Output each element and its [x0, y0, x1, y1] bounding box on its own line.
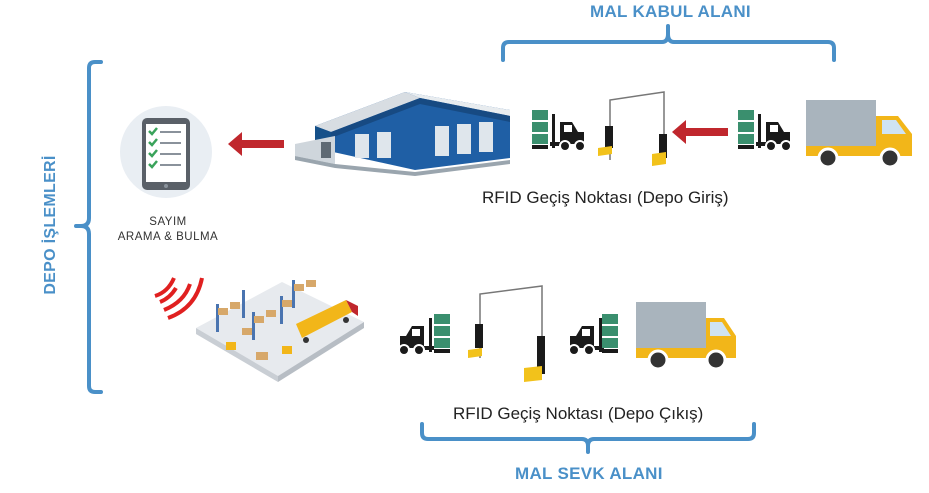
search-find-label: ARAMA & BULMA: [117, 231, 219, 243]
forklift-icon: [550, 114, 586, 152]
count-label: SAYIM: [149, 216, 187, 228]
forklift-icon: [568, 318, 604, 356]
rfid-signal-icon: [154, 277, 204, 320]
tablet-checklist-icon: [120, 106, 212, 198]
pallet-icon: [532, 110, 548, 149]
forklift-icon: [756, 114, 792, 152]
pallet-icon: [434, 314, 450, 353]
forklift-icon: [398, 318, 434, 356]
shipping-area-title: MAL SEVK ALANI: [515, 464, 663, 483]
rfid-gate-icon: [468, 285, 545, 382]
rfid-gate-icon: [598, 91, 667, 166]
rfid-entry-label: RFID Geçiş Noktası (Depo Giriş): [482, 188, 729, 207]
delivery-truck-icon: [806, 100, 912, 169]
pallet-icon: [602, 314, 618, 353]
warehouse-operations-title: DEPO İŞLEMLERİ: [42, 155, 59, 295]
pallet-icon: [738, 110, 754, 149]
rfid-exit-label: RFID Geçiş Noktası (Depo Çıkış): [453, 404, 704, 423]
receiving-area-title: MAL KABUL ALANI: [590, 2, 751, 21]
warehouse-interior-icon: [196, 280, 364, 382]
left-arrow-icon: [228, 132, 284, 156]
left-arrow-icon: [672, 120, 728, 144]
delivery-truck-icon: [636, 302, 736, 371]
warehouse-building-icon: [295, 92, 510, 176]
